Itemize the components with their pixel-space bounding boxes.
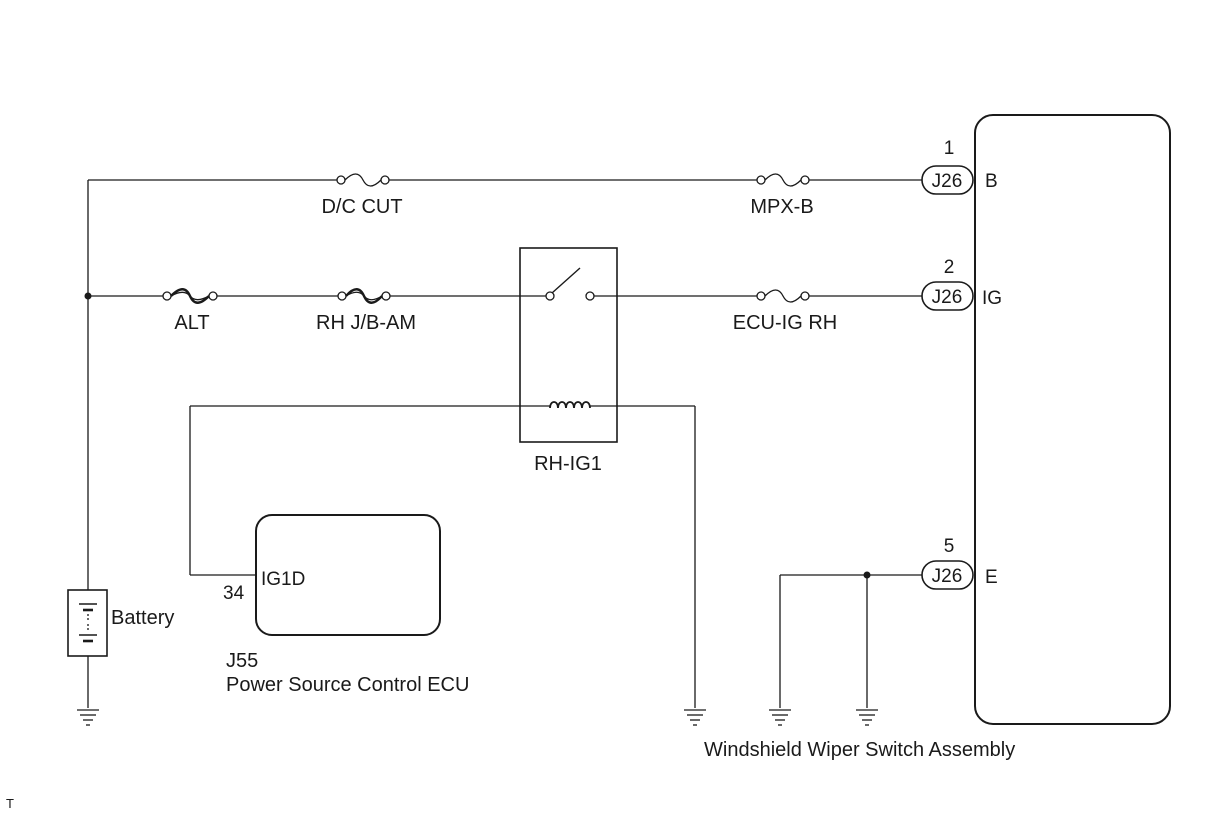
wiper-switch-assembly-box bbox=[974, 114, 1171, 725]
fuse-alt bbox=[162, 288, 218, 304]
relay-label: RH-IG1 bbox=[534, 453, 602, 475]
ground-icon bbox=[769, 709, 791, 726]
fuse-rh-jb-am-label: RH J/B-AM bbox=[316, 312, 416, 334]
e-circuit-wire bbox=[779, 571, 922, 708]
ecu-pin-name: IG1D bbox=[261, 569, 305, 590]
svg-text:J26: J26 bbox=[932, 171, 963, 192]
pin-number-2: 2 bbox=[944, 257, 955, 278]
battery-label: Battery bbox=[111, 607, 174, 629]
fuse-alt-label: ALT bbox=[174, 312, 209, 334]
pin-number-5: 5 bbox=[944, 536, 955, 557]
footer-mark: T bbox=[6, 796, 14, 811]
fuse-mpx-b bbox=[756, 173, 810, 187]
svg-text:J26: J26 bbox=[932, 566, 963, 587]
fuse-ecu-ig-rh-label: ECU-IG RH bbox=[733, 312, 837, 334]
relay-coil-icon bbox=[549, 401, 591, 409]
pin-number-1: 1 bbox=[944, 138, 955, 159]
ecu-connector-label: J55 bbox=[226, 650, 258, 672]
ground-icon bbox=[684, 709, 706, 726]
pin-name-b: B bbox=[985, 171, 998, 192]
pin-name-e: E bbox=[985, 567, 998, 588]
relay-rh-ig1 bbox=[519, 247, 618, 443]
fuse-mpx-b-label: MPX-B bbox=[750, 196, 813, 218]
fuse-dc-cut-label: D/C CUT bbox=[321, 196, 402, 218]
battery-icon bbox=[67, 589, 108, 657]
fuse-ecu-ig-rh bbox=[756, 289, 810, 303]
connector-j26-pin-5: J26 bbox=[921, 560, 974, 590]
fuse-rh-jb-am bbox=[337, 288, 391, 304]
power-source-control-ecu-box bbox=[255, 514, 441, 636]
connector-j26-pin-2: J26 bbox=[921, 281, 974, 311]
ecu-name-label: Power Source Control ECU bbox=[226, 674, 469, 696]
wiper-switch-assembly-label: Windshield Wiper Switch Assembly bbox=[704, 739, 1015, 761]
coil-circuit-wire bbox=[189, 405, 696, 708]
fuse-dc-cut bbox=[336, 173, 390, 187]
connector-j26-pin-1: J26 bbox=[921, 165, 974, 195]
ground-icon bbox=[77, 709, 99, 726]
ecu-pin-number: 34 bbox=[223, 583, 245, 604]
pin-name-ig: IG bbox=[982, 288, 1002, 309]
ground-icon bbox=[856, 709, 878, 726]
svg-text:J26: J26 bbox=[932, 287, 963, 308]
